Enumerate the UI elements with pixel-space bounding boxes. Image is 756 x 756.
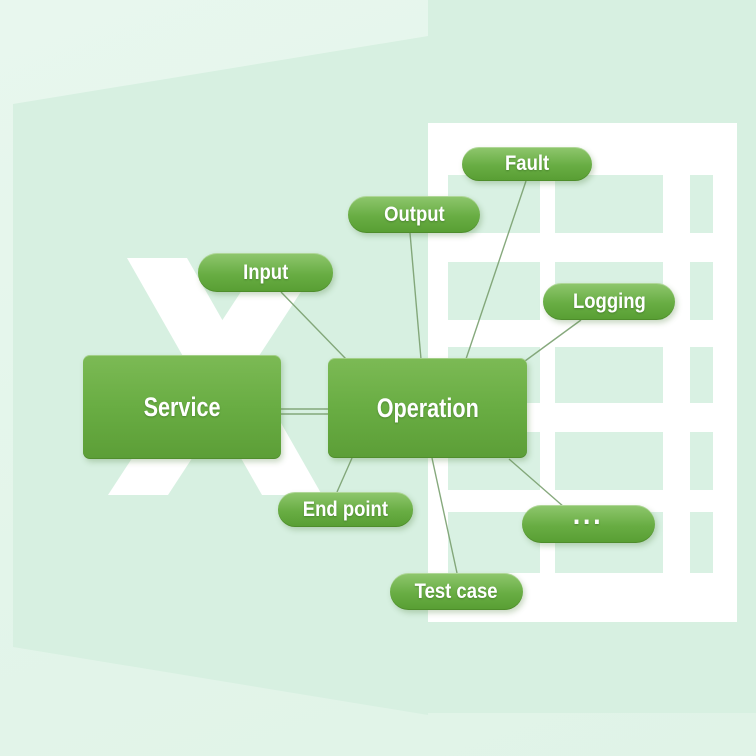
edge-operation-more bbox=[508, 458, 565, 508]
node-service[interactable]: Service bbox=[83, 355, 281, 459]
node-more-label: ... bbox=[573, 498, 604, 531]
edge-operation-input bbox=[280, 291, 347, 360]
node-service-label: Service bbox=[143, 391, 221, 422]
edge-operation-fault bbox=[465, 180, 527, 360]
node-logging[interactable]: Logging bbox=[543, 283, 675, 320]
edge-operation-logging bbox=[524, 319, 582, 362]
edge-operation-endpoint bbox=[336, 457, 353, 493]
node-logging-label: Logging bbox=[572, 289, 646, 313]
node-operation-label: Operation bbox=[376, 392, 479, 423]
node-operation[interactable]: Operation bbox=[328, 358, 527, 458]
node-fault-label: Fault bbox=[504, 152, 550, 175]
edge-operation-output bbox=[409, 232, 422, 360]
node-input-label: Input bbox=[242, 260, 289, 284]
node-testcase[interactable]: Test case bbox=[390, 573, 523, 610]
node-endpoint-label: End point bbox=[302, 497, 389, 521]
node-output-label: Output bbox=[383, 202, 445, 226]
edge-operation-testcase bbox=[431, 457, 458, 574]
node-more[interactable]: ... bbox=[522, 500, 655, 543]
node-fault[interactable]: Fault bbox=[462, 147, 592, 181]
node-output[interactable]: Output bbox=[348, 196, 480, 233]
node-endpoint[interactable]: End point bbox=[278, 492, 413, 527]
node-testcase-label: Test case bbox=[415, 579, 498, 603]
node-input[interactable]: Input bbox=[198, 253, 333, 292]
